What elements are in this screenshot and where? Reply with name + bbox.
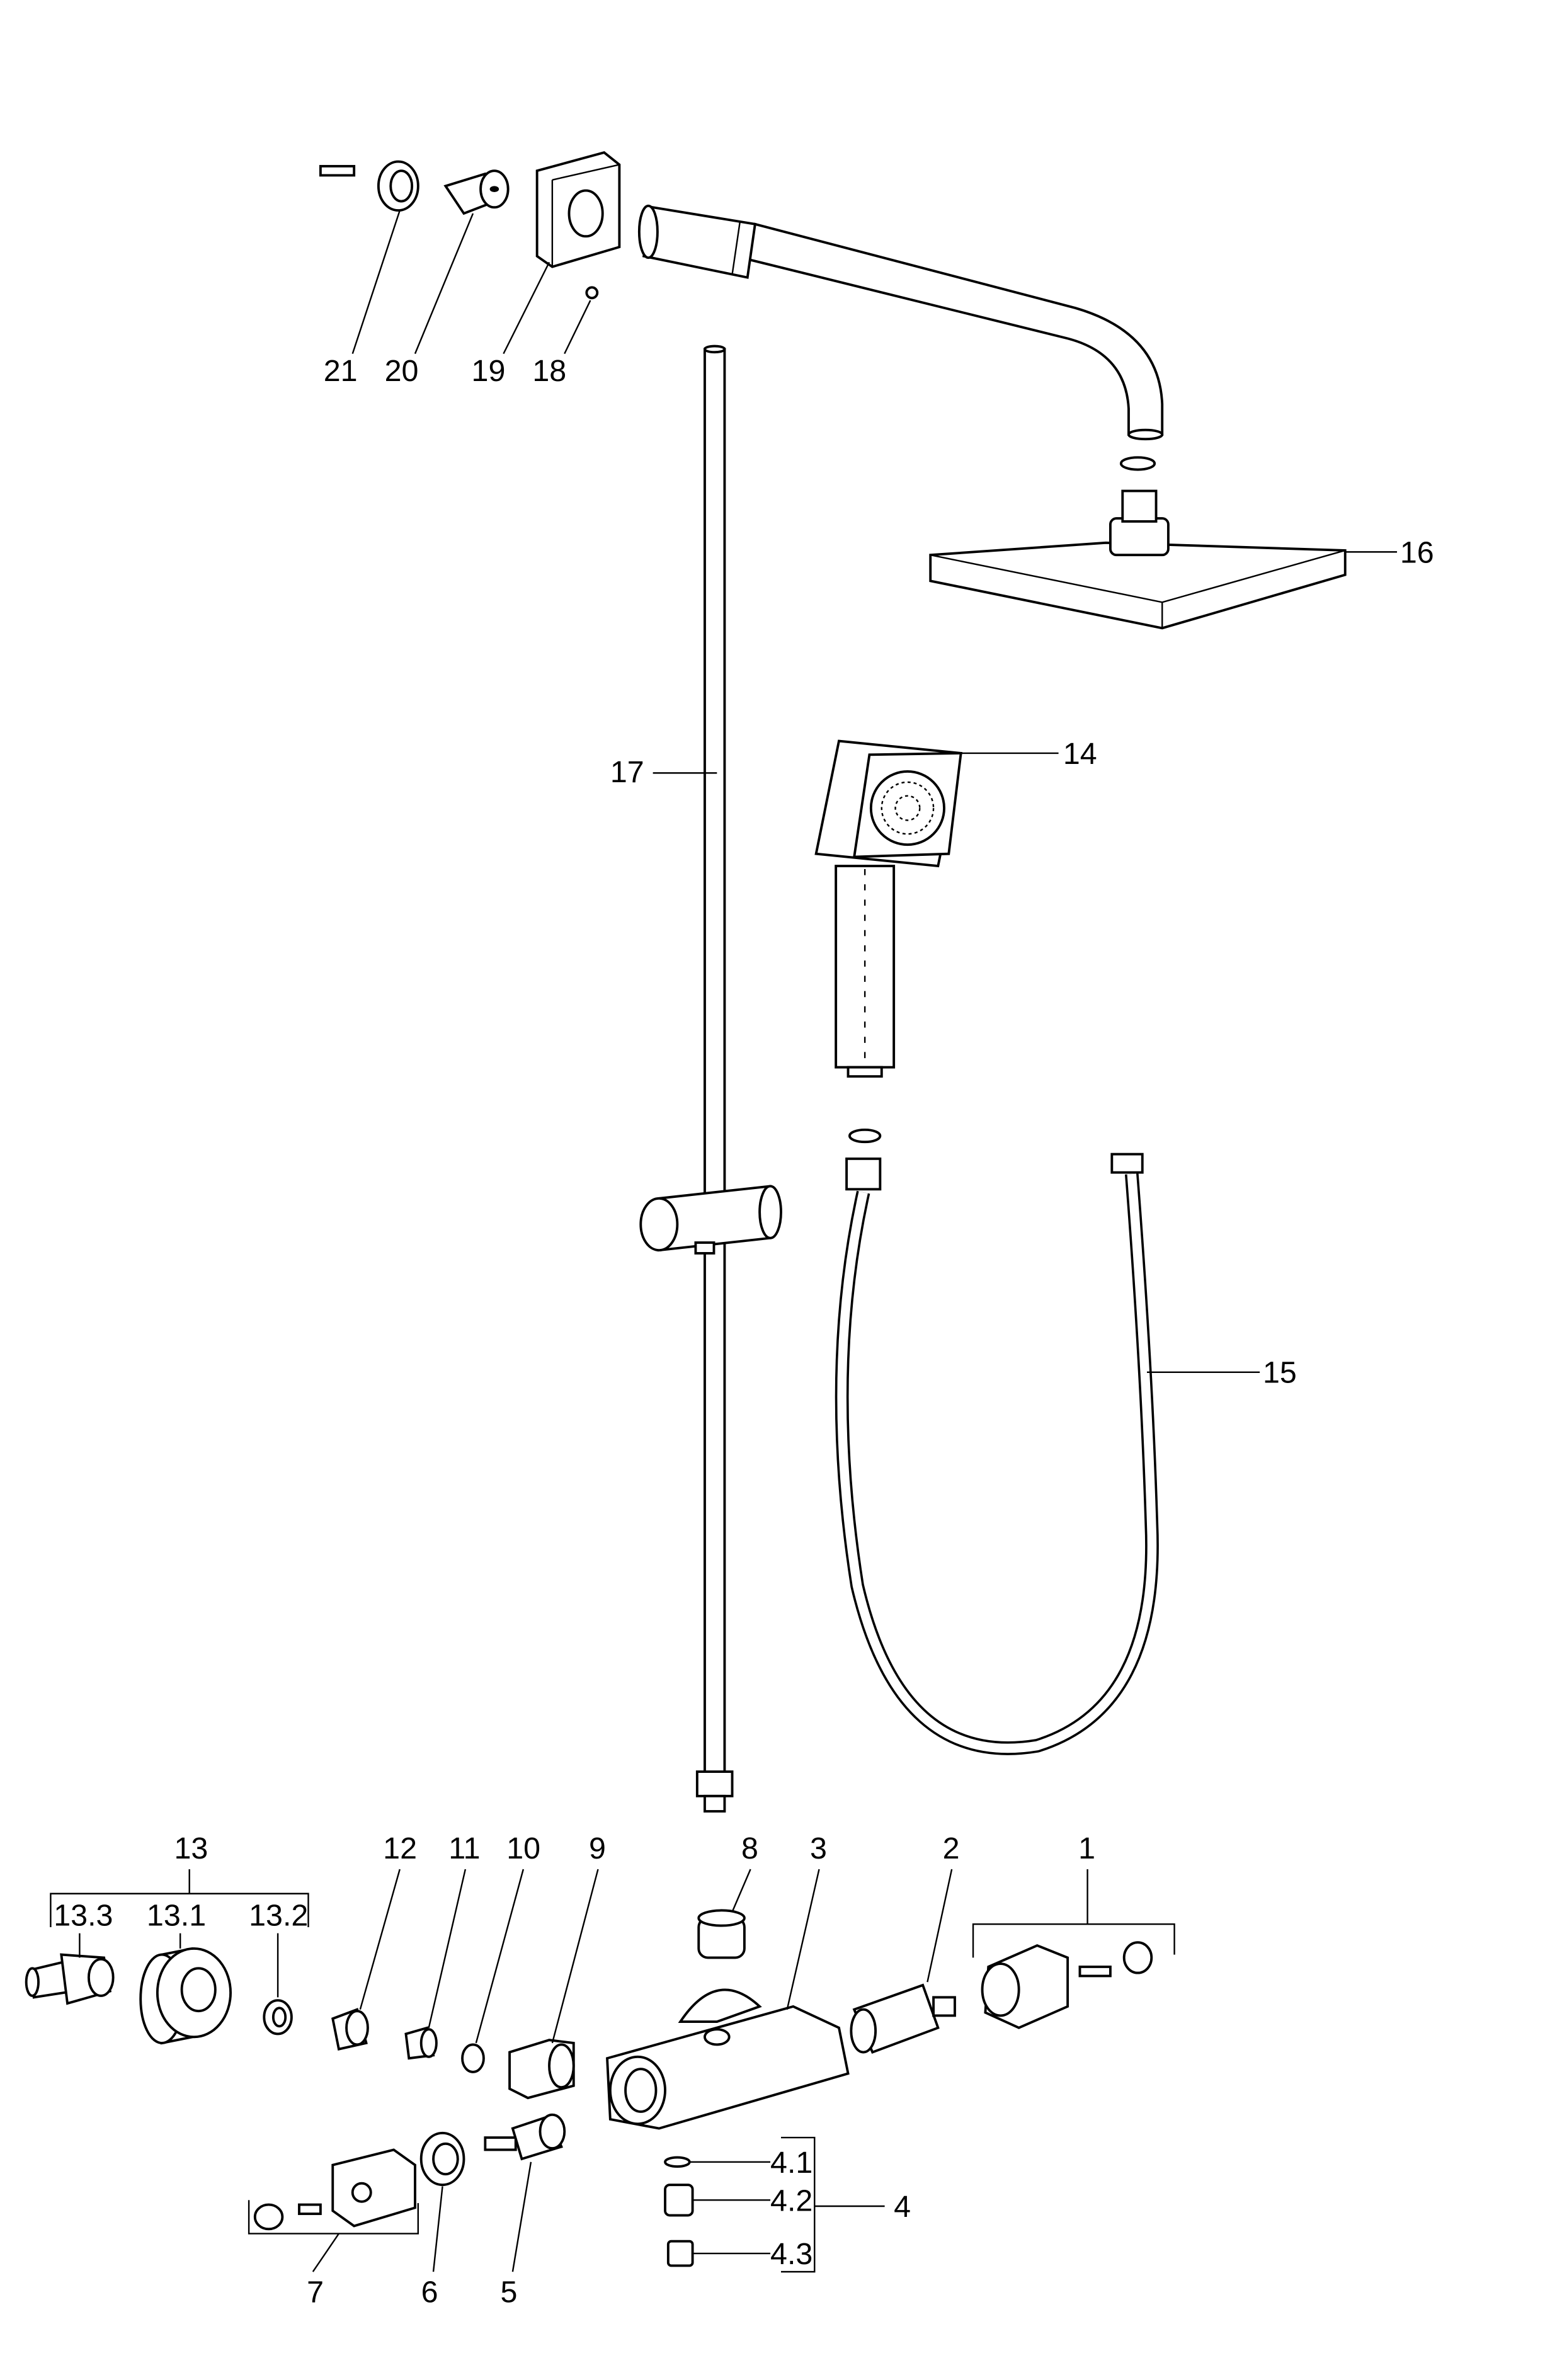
part-10-o-ring — [461, 1869, 525, 2073]
label-11: 11 — [448, 1831, 480, 1865]
label-10: 10 — [506, 1831, 540, 1865]
label-3: 3 — [810, 1831, 827, 1865]
part-13-2-washer — [263, 1933, 293, 2036]
label-20: 20 — [385, 354, 419, 388]
part-18-grub-screw — [585, 286, 599, 300]
shower-arm — [637, 204, 1164, 441]
label-4-3: 4.3 — [770, 2237, 812, 2271]
label-2: 2 — [943, 1831, 960, 1865]
label-5: 5 — [501, 2275, 518, 2309]
part-9-nut — [508, 1869, 599, 2100]
bracket-13 — [50, 1869, 309, 1927]
label-19: 19 — [472, 354, 506, 388]
part-8-adapter — [697, 1869, 751, 1959]
part-4-group — [664, 2136, 885, 2273]
part-13-3-connector — [25, 1933, 115, 2005]
label-7: 7 — [307, 2275, 324, 2309]
part-15-shower-hose — [835, 1128, 1159, 1755]
label-18: 18 — [532, 354, 566, 388]
part-20-sleeve — [443, 169, 510, 215]
label-17: 17 — [610, 755, 644, 789]
label-13-3: 13.3 — [54, 1899, 113, 1933]
label-14: 14 — [1063, 737, 1097, 771]
rail-slider-holder — [639, 1185, 782, 1255]
label-13-1: 13.1 — [147, 1899, 206, 1933]
part-16-overhead-shower — [929, 489, 1347, 630]
label-1: 1 — [1078, 1831, 1095, 1865]
label-4: 4 — [894, 2190, 911, 2224]
part-21-screw-and-ring — [319, 160, 419, 212]
label-15: 15 — [1263, 1356, 1297, 1390]
part-14-hand-shower — [814, 739, 962, 1078]
part-5-check-valve — [484, 2113, 566, 2272]
part-3-thermostat-body — [606, 1869, 850, 2130]
label-13-2: 13.2 — [249, 1899, 308, 1933]
label-13: 13 — [174, 1831, 208, 1865]
label-21: 21 — [324, 354, 358, 388]
label-6: 6 — [421, 2275, 438, 2309]
part-6-ring — [419, 2131, 465, 2272]
part-7-handle-group — [248, 2148, 419, 2272]
part-12-nipple — [331, 1869, 401, 2051]
callouts-top — [351, 210, 591, 355]
part-17-slide-rail — [695, 344, 734, 1813]
label-4-1: 4.1 — [770, 2146, 812, 2180]
part-1-handle-group — [972, 1869, 1175, 2029]
label-4-2: 4.2 — [770, 2184, 812, 2218]
label-16: 16 — [1400, 535, 1434, 569]
label-8: 8 — [741, 1831, 758, 1865]
part-2-cartridge — [850, 1869, 956, 2054]
part-11-sleeve — [404, 1869, 467, 2060]
label-12: 12 — [383, 1831, 417, 1865]
part-19-wall-plate — [535, 151, 621, 268]
head-washer — [1119, 456, 1156, 471]
label-9: 9 — [589, 1831, 606, 1865]
part-13-1-rosette — [139, 1933, 232, 2045]
